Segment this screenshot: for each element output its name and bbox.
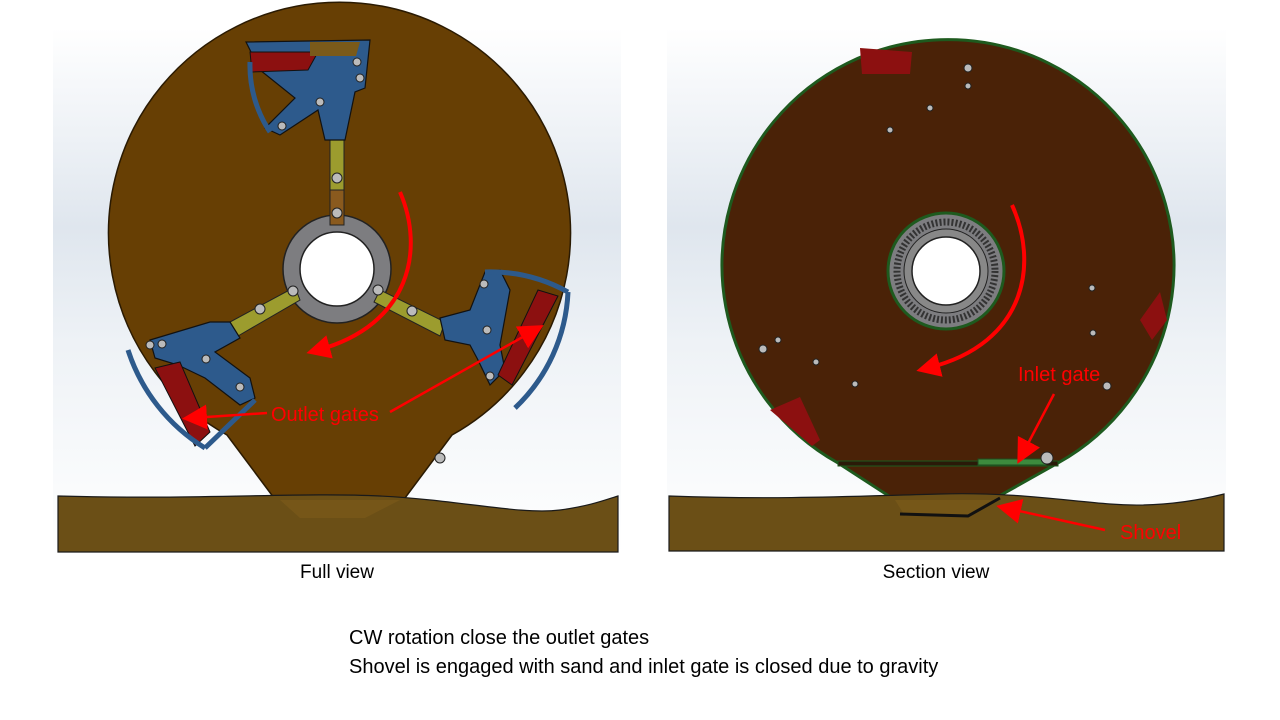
shovel	[899, 496, 1001, 518]
inlet-gate-label: Inlet gate	[1018, 364, 1101, 386]
note-line: CW rotation close the outlet gates	[349, 627, 650, 649]
outlet-pointer-right	[389, 325, 544, 414]
sand-bed	[57, 494, 619, 553]
notes: CW rotation close the outlet gates Shove…	[349, 624, 938, 682]
note-line: Shovel is engaged with sand and inlet ga…	[349, 656, 939, 678]
shovel-pointer	[996, 499, 1106, 532]
rotation-arrow	[306, 191, 413, 359]
inlet-pointer	[1017, 393, 1056, 464]
full-view-caption: Full view	[300, 562, 374, 583]
inlet-gate	[977, 458, 1047, 466]
outlet-pointer-left	[182, 404, 268, 430]
outlet-gates-label: Outlet gates	[271, 404, 379, 426]
sand-bed-section	[668, 493, 1225, 552]
shovel-label: Shovel	[1120, 522, 1182, 544]
gate-top	[249, 51, 319, 73]
section-view-drawing	[668, 38, 1225, 552]
rotation-arrow-section	[916, 204, 1027, 377]
full-view-drawing	[57, 1, 619, 553]
section-view-caption: Section view	[882, 562, 990, 583]
